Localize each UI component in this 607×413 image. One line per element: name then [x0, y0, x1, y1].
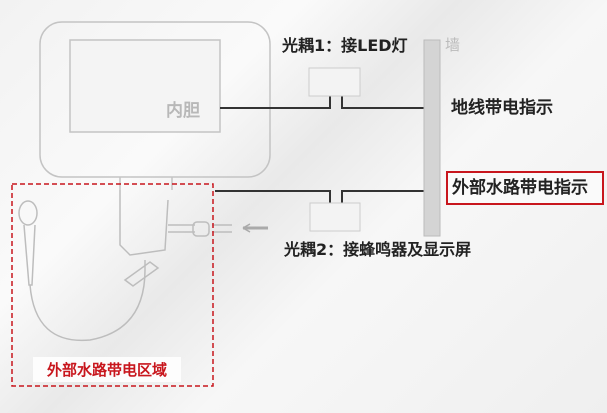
external-zone-label: 外部水路带电区域: [33, 357, 182, 382]
wall-bar: [423, 39, 441, 237]
water-heater-tank: [39, 21, 271, 190]
ground-indicator-label: 地线带电指示: [451, 98, 553, 118]
optocoupler2-box: [309, 202, 361, 232]
optocoupler1-box: [308, 67, 361, 97]
wall-label: 墙: [445, 36, 461, 54]
external-zone-box: [11, 183, 214, 387]
external-indicator-label: 外部水路带电指示: [446, 171, 604, 205]
optocoupler1-label: 光耦1：接LED灯: [282, 36, 408, 55]
shower-assembly: [18, 190, 268, 342]
circuit-lines: [215, 96, 424, 203]
tank-label: 内胆: [166, 101, 200, 121]
optocoupler2-label: 光耦2：接蜂鸣器及显示屏: [284, 240, 472, 259]
